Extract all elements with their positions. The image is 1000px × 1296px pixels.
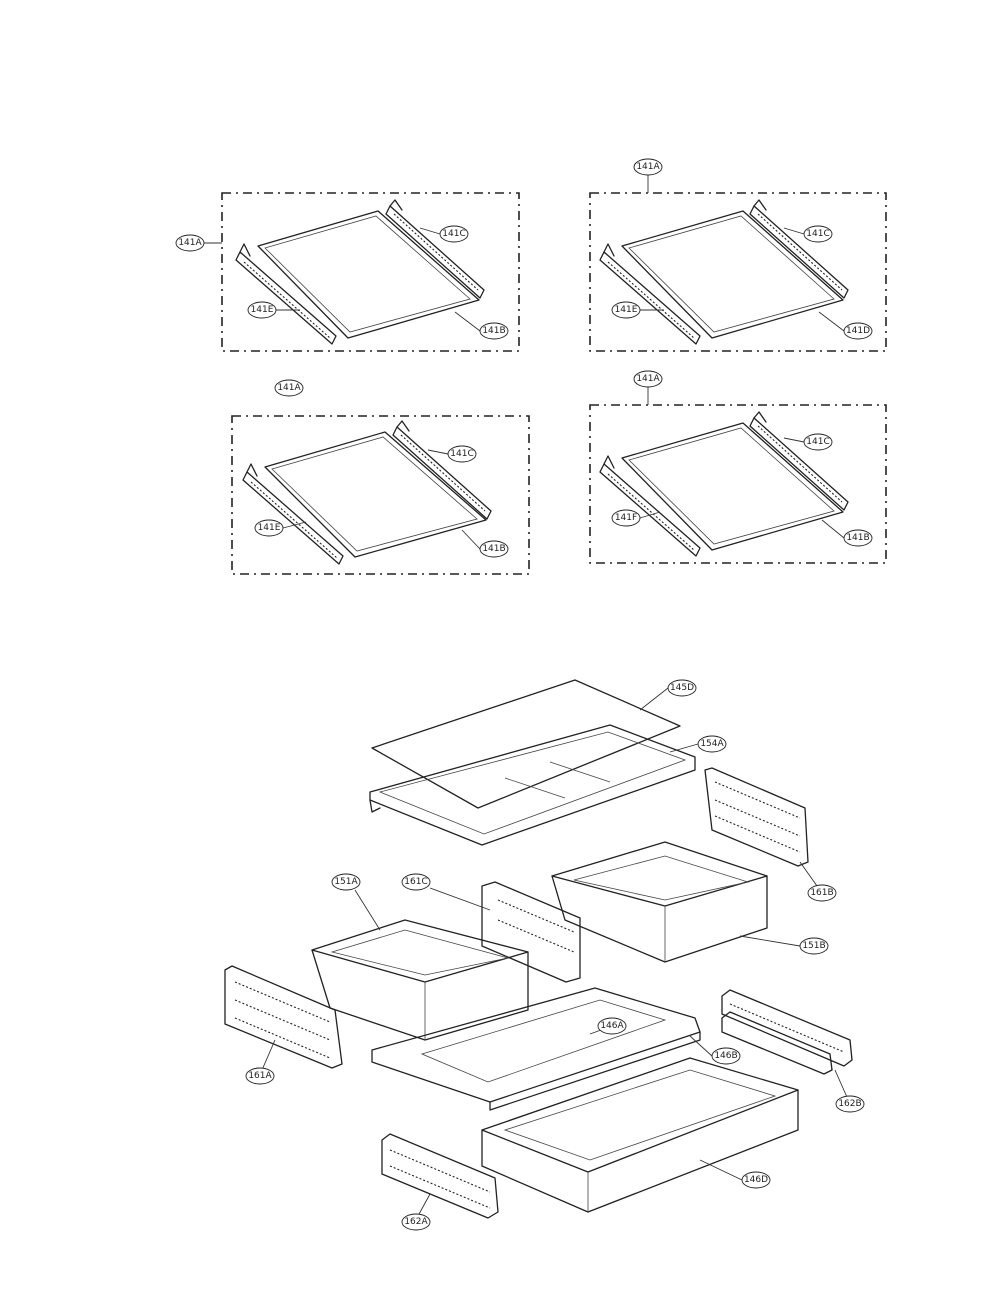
crisper-cover-frame: [369, 724, 696, 846]
callout-pantry-frame: 146B: [711, 1047, 741, 1065]
callout-s3-rail-r: 141C: [447, 445, 477, 463]
crisper-pantry-assembly: [224, 679, 853, 1219]
pantry-rail-right: [721, 989, 853, 1075]
pantry-rail-left: [381, 1133, 499, 1219]
svg-text:141E: 141E: [258, 523, 281, 533]
svg-text:151B: 151B: [802, 941, 825, 951]
svg-text:141C: 141C: [806, 437, 829, 447]
callout-s3-rail-l: 141E: [254, 519, 284, 537]
callout-glass-cover: 145D: [667, 679, 697, 697]
assembly-boundary-1: [221, 192, 520, 352]
shelf-glass-2: [621, 210, 844, 339]
svg-text:141F: 141F: [615, 513, 637, 523]
svg-text:141A: 141A: [636, 162, 660, 172]
shelf-rail-left-3: [242, 463, 344, 565]
callout-rail-r: 162B: [835, 1095, 865, 1113]
svg-text:141C: 141C: [806, 229, 829, 239]
svg-text:141B: 141B: [482, 544, 505, 554]
callout-s4-glass: 141B: [843, 529, 873, 547]
callout-s1-assy: 141A: [175, 234, 205, 252]
shelf-rail-right-2: [749, 199, 849, 299]
svg-text:145D: 145D: [670, 683, 694, 693]
callout-s2-assy: 141A: [633, 158, 663, 176]
svg-text:162A: 162A: [404, 1217, 428, 1227]
shelf-rail-left-4: [599, 455, 701, 557]
shelf-glass-4: [621, 422, 844, 551]
svg-text:154A: 154A: [700, 739, 724, 749]
assembly-boundary-2: [589, 192, 887, 352]
shelf-rail-right-3: [392, 420, 492, 520]
svg-text:146D: 146D: [744, 1175, 768, 1185]
svg-text:141E: 141E: [615, 305, 638, 315]
svg-text:151A: 151A: [334, 877, 358, 887]
shelf-assembly-4: [589, 387, 887, 564]
shelf-glass-3: [264, 431, 487, 558]
svg-text:141B: 141B: [846, 533, 869, 543]
callout-guide-rb: 161B: [807, 884, 837, 902]
callout-s2-rail-l: 141E: [611, 301, 641, 319]
svg-text:161C: 161C: [404, 877, 427, 887]
callout-s1-glass: 141B: [479, 322, 509, 340]
svg-text:141A: 141A: [178, 238, 202, 248]
crisper-center-guide: [481, 881, 581, 983]
shelf-rail-left-2: [599, 243, 701, 345]
crisper-guide-right: [704, 767, 809, 867]
shelf-rail-right-4: [749, 411, 849, 511]
crisper-bin-b: [551, 841, 768, 963]
callout-guide-c: 161C: [401, 873, 431, 891]
svg-text:141B: 141B: [482, 326, 505, 336]
callout-rail-l: 162A: [401, 1213, 431, 1231]
callout-s4-rail-l: 141F: [611, 509, 641, 527]
svg-text:161A: 161A: [248, 1071, 272, 1081]
callout-s3-glass: 141B: [479, 540, 509, 558]
callout-bin-b: 151B: [799, 937, 829, 955]
svg-text:141C: 141C: [442, 229, 465, 239]
shelf-glass-1: [257, 210, 480, 339]
shelf-rail-left-1: [235, 243, 337, 345]
svg-text:146A: 146A: [600, 1021, 624, 1031]
callout-bin-a: 151A: [331, 873, 361, 891]
shelf-assembly-2: [589, 175, 887, 352]
svg-text:141E: 141E: [251, 305, 274, 315]
callout-s4-rail-r: 141C: [803, 433, 833, 451]
callout-crisper-cover: 154A: [697, 735, 727, 753]
crisper-bin-a: [311, 919, 529, 1041]
callout-s2-glass: 141D: [843, 322, 873, 340]
svg-text:146B: 146B: [714, 1051, 737, 1061]
callout-s2-rail-r: 141C: [803, 225, 833, 243]
callout-guide-la: 161A: [245, 1067, 275, 1085]
shelf-rail-right-1: [385, 199, 485, 299]
callout-s3-assy: 141A: [274, 379, 304, 397]
svg-text:141C: 141C: [450, 449, 473, 459]
callout-s1-rail-r: 141C: [439, 225, 469, 243]
svg-text:141D: 141D: [846, 326, 870, 336]
shelf-assembly-1: [221, 192, 520, 352]
callout-pantry-cover: 146A: [597, 1017, 627, 1035]
assembly-boundary-4: [589, 404, 887, 564]
svg-text:141A: 141A: [636, 374, 660, 384]
callout-s4-assy: 141A: [633, 370, 663, 388]
callout-s1-rail-l: 141E: [247, 301, 277, 319]
svg-text:161B: 161B: [810, 888, 833, 898]
crisper-guide-left: [224, 965, 343, 1069]
callout-pantry-drawer: 146D: [741, 1171, 771, 1189]
callouts: 141A 141C 141E 141B 141A 141C 141E 141D …: [175, 158, 873, 1231]
svg-text:141A: 141A: [277, 383, 301, 393]
assembly-boundary-3: [231, 415, 530, 575]
pantry-drawer: [481, 1057, 799, 1213]
crisper-glass-cover: [371, 679, 681, 809]
pantry-cover-frame: [371, 987, 701, 1111]
svg-text:162B: 162B: [838, 1099, 861, 1109]
shelf-assembly-3: [231, 415, 530, 575]
